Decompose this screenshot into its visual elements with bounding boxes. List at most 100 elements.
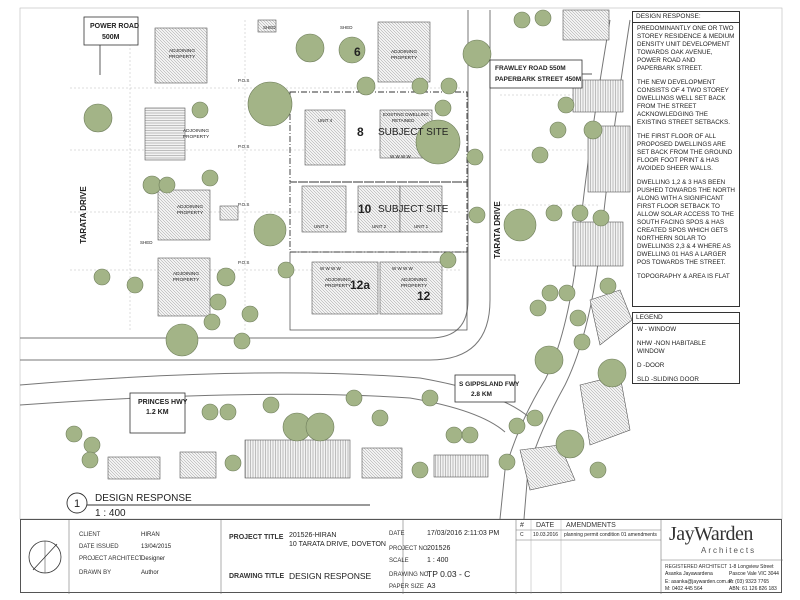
design-response-paragraph: THE FIRST FLOOR OF ALL PROPOSED DWELLING… [637,133,733,172]
drawing-title-label: DRAWING TITLE [229,573,285,580]
project-no-value: 201526 [427,545,451,552]
project-title-line1: 201526-HIRAN [289,532,337,539]
window-marks-8: W W W W [390,154,411,159]
project-title-line2: 10 TARATA DRIVE, DOVETON [289,541,386,548]
lot-12-boundary [289,251,468,331]
tarata-drive-left-label: TARATA DRIVE [79,186,88,244]
design-response-paragraph: PREDOMINANTLY ONE OR TWO STOREY RESIDENC… [637,25,735,72]
firm-logo-name: JayWarden [669,523,753,545]
existing-dwelling-label: EXISTING DWELLING [383,112,429,117]
legend-heading: LEGEND [633,313,739,324]
unit-4-label: UNIT 4 [318,118,333,123]
lot-10-number: 10 [358,202,372,216]
adjoining-property-label: PROPERTY [173,277,200,283]
buildings [107,9,633,491]
design-response-heading: DESIGN RESPONSE: [633,12,739,23]
firm-logo-sub: Architects [701,546,757,555]
pos-label: P.O.S [238,202,249,207]
s-gippsland-distance: 2.8 KM [471,391,492,398]
adjoining-property-label: ADJOINING [173,271,199,277]
scale-label: SCALE [389,558,409,564]
date-label: DATE [389,531,405,537]
drawing-label: 1 DESIGN RESPONSE 1 : 400 [66,492,370,519]
legend-item: SLD -SLIDING DOOR [637,376,699,383]
registered-architect-label: REGISTERED ARCHITECT [665,564,728,570]
client-label: CLIENT [79,532,101,538]
shed-label: SHED [263,25,276,30]
project-architect-label: PROJECT ARCHITECT [79,556,143,562]
lot-12a-number: 12a [350,278,370,292]
s-gippsland-label: S GIPPSLAND FWY [459,381,520,388]
shed-label: SHED [340,25,353,30]
drawing-label-scale: 1 : 400 [95,508,126,519]
project-title-label: PROJECT TITLE [229,534,284,541]
adjoining-property-label: PROPERTY [325,283,352,289]
date-issued-value: 13/04/2015 [141,544,172,550]
amendment-date-header: DATE [536,522,555,529]
unit-2-label: UNIT 2 [372,224,387,229]
adjoining-property-label: PROPERTY [169,54,196,60]
adjoining-property-label: ADJOINING [177,204,203,210]
drawing-number: 1 [74,498,80,510]
road-signs [83,16,592,434]
drawn-by-value: Author [141,570,159,576]
window-marks-12a: W W W W [320,266,341,271]
amendments-header: AMENDMENTS [566,522,616,529]
adjoining-property-label: PROPERTY [401,283,428,289]
firm-address-line1: 1-8 Longview Street [729,564,774,570]
adjoining-property-label: ADJOINING [169,48,195,54]
power-road-label: POWER ROAD [90,23,139,30]
drawing-no-label: DRAWING NO. [389,572,431,578]
adjoining-property-label: PROPERTY [183,134,210,140]
client-value: HIRAN [141,532,160,538]
paper-size-value: A3 [427,583,436,590]
title-block: CLIENT HIRAN DATE ISSUED 13/04/2015 PROJ… [20,519,783,594]
amendment-row-date: 10.03.2016 [533,532,559,538]
amendment-row-id: C [520,532,524,538]
adjoining-property-label: PROPERTY [391,55,418,61]
window-marks-12: W W W W [392,266,413,271]
amendment-row-text: planning permit condition 01 amendments [564,532,657,538]
subject-site-8-label: SUBJECT SITE [378,127,449,138]
design-response-paragraph: THE NEW DEVELOPMENT CONSISTS OF 4 TWO ST… [637,79,730,126]
princes-hwy-label: PRINCES HWY [138,399,188,406]
frawley-road-label: FRAWLEY ROAD 550M [495,65,566,72]
tarata-drive-right-label: TARATA DRIVE [493,201,502,259]
adjoining-property-label: ADJOINING [391,49,417,55]
drawn-by-label: DRAWN BY [79,570,112,576]
paper-size-label: PAPER SIZE [389,584,424,590]
lot-12-number: 12 [417,289,431,303]
title-block-grid [28,520,783,594]
date-issued-label: DATE ISSUED [79,544,119,550]
legend-item: D -DOOR [637,362,665,369]
unit-1-label: UNIT 1 [414,224,429,229]
adjoining-property-label: ADJOINING [325,277,351,283]
legend-item: W - WINDOW [637,326,677,333]
drawing-title-value: DESIGN RESPONSE [289,571,372,581]
retained-label: RETAINED [392,118,415,123]
legend-item: NHW -NON HABITABLE WINDOW [637,340,706,355]
lot-6-number: 6 [354,45,361,59]
registered-architect-name: Asanka Jayawardena [665,571,713,577]
design-response-paragraph: TOPOGRAPHY & AREA IS FLAT [637,273,730,280]
drawing-label-title: DESIGN RESPONSE [95,493,192,504]
subject-site-10-label: SUBJECT SITE [378,204,449,215]
date-value: 17/03/2016 2:11:03 PM [427,530,500,537]
firm-address-line2: Pascoe Vale VIC 3044 [729,571,779,577]
adjoining-property-label: PROPERTY [177,210,204,216]
adjoining-property-label: ADJOINING [183,128,209,134]
princes-hwy-distance: 1.2 KM [146,409,169,416]
design-response-paragraph: DWELLING 1,2 & 3 HAS BEEN PUSHED TOWARDS… [637,179,735,266]
north-arrow-icon [28,540,62,574]
drawing-no-value: TP 0.03 - C [427,569,471,579]
pos-label: P.O.S [238,144,249,149]
legend-panel: LEGEND W - WINDOW NHW -NON HABITABLE WIN… [632,312,740,384]
design-response-panel: DESIGN RESPONSE: PREDOMINANTLY ONE OR TW… [632,11,740,307]
pos-label: P.O.S [238,78,249,83]
trees [65,9,627,479]
firm-mobile: M: 0402 445 564 [665,586,703,592]
amendment-number-header: # [520,522,524,529]
adjoining-property-label: ADJOINING [401,277,427,283]
shed-label: SHED [140,240,153,245]
